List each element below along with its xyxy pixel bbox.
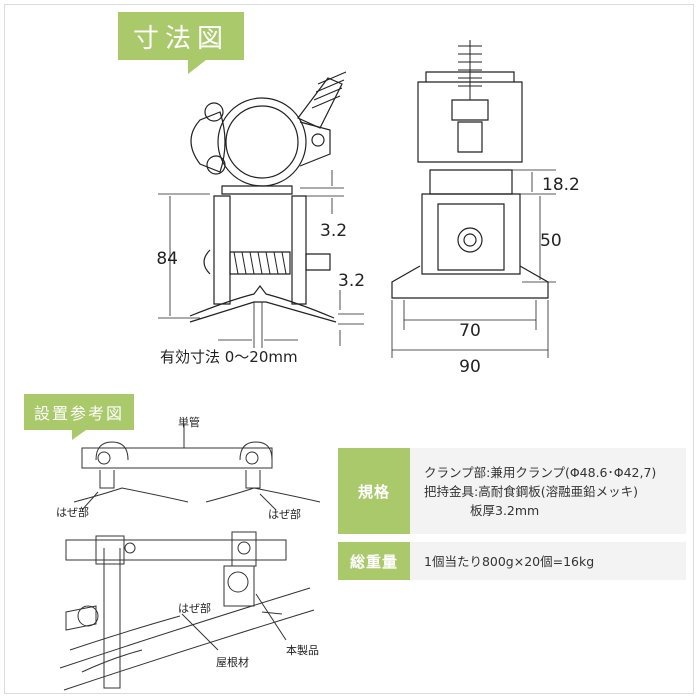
spec-line-clamp: クランプ部:兼用クランプ(Φ48.6･Φ42,7) — [424, 464, 657, 480]
label-tankan: 単管 — [178, 415, 200, 429]
dim-3-2-lower: 3.2 — [338, 271, 365, 291]
spec-line-weight: 1個当たり800g×20個=16kg — [424, 553, 595, 569]
spec-line-material: 把持金具:高耐食鋼板(溶融亜鉛メッキ) — [424, 483, 638, 499]
dim-18-2: 18.2 — [542, 175, 580, 195]
dim-90: 90 — [459, 357, 481, 377]
outer-frame — [4, 4, 694, 694]
lower-pipe — [65, 539, 287, 561]
spec-row-standard: 規格 クランプ部:兼用クランプ(Φ48.6･Φ42,7) 把持金具:高耐食鋼板(… — [338, 448, 686, 534]
front-view-clamp — [391, 40, 556, 358]
dim-70: 70 — [459, 321, 481, 341]
spec-head-standard: 規格 — [338, 448, 410, 534]
spec-head-weight: 総重量 — [338, 542, 410, 580]
side-view-clamp — [158, 71, 364, 348]
label-haze-1: はぜ部 — [56, 505, 89, 519]
label-roof: 屋根材 — [216, 655, 249, 669]
dimension-title: 寸法図 — [132, 23, 229, 54]
spec-body-standard: クランプ部:兼用クランプ(Φ48.6･Φ42,7) 把持金具:高耐食鋼板(溶融亜… — [410, 448, 686, 534]
dim-50: 50 — [540, 231, 562, 251]
dim-84: 84 — [156, 249, 178, 269]
label-haze-2: はぜ部 — [268, 507, 301, 521]
dim-3-2-upper: 3.2 — [320, 221, 347, 241]
spec-row-weight: 総重量 1個当たり800g×20個=16kg — [338, 542, 686, 580]
spec-body-weight: 1個当たり800g×20個=16kg — [410, 542, 686, 580]
effective-dimension: 有効寸法 0〜20mm — [160, 348, 298, 366]
install-title: 設置参考図 — [33, 404, 124, 423]
label-product: 本製品 — [286, 643, 319, 657]
spec-line-thickness: 板厚3.2mm — [470, 502, 540, 518]
upper-pipe — [81, 447, 273, 469]
dimension-title-badge: 寸法図 — [118, 12, 244, 74]
label-haze-3: はぜ部 — [178, 601, 211, 615]
install-title-badge: 設置参考図 — [24, 394, 134, 440]
